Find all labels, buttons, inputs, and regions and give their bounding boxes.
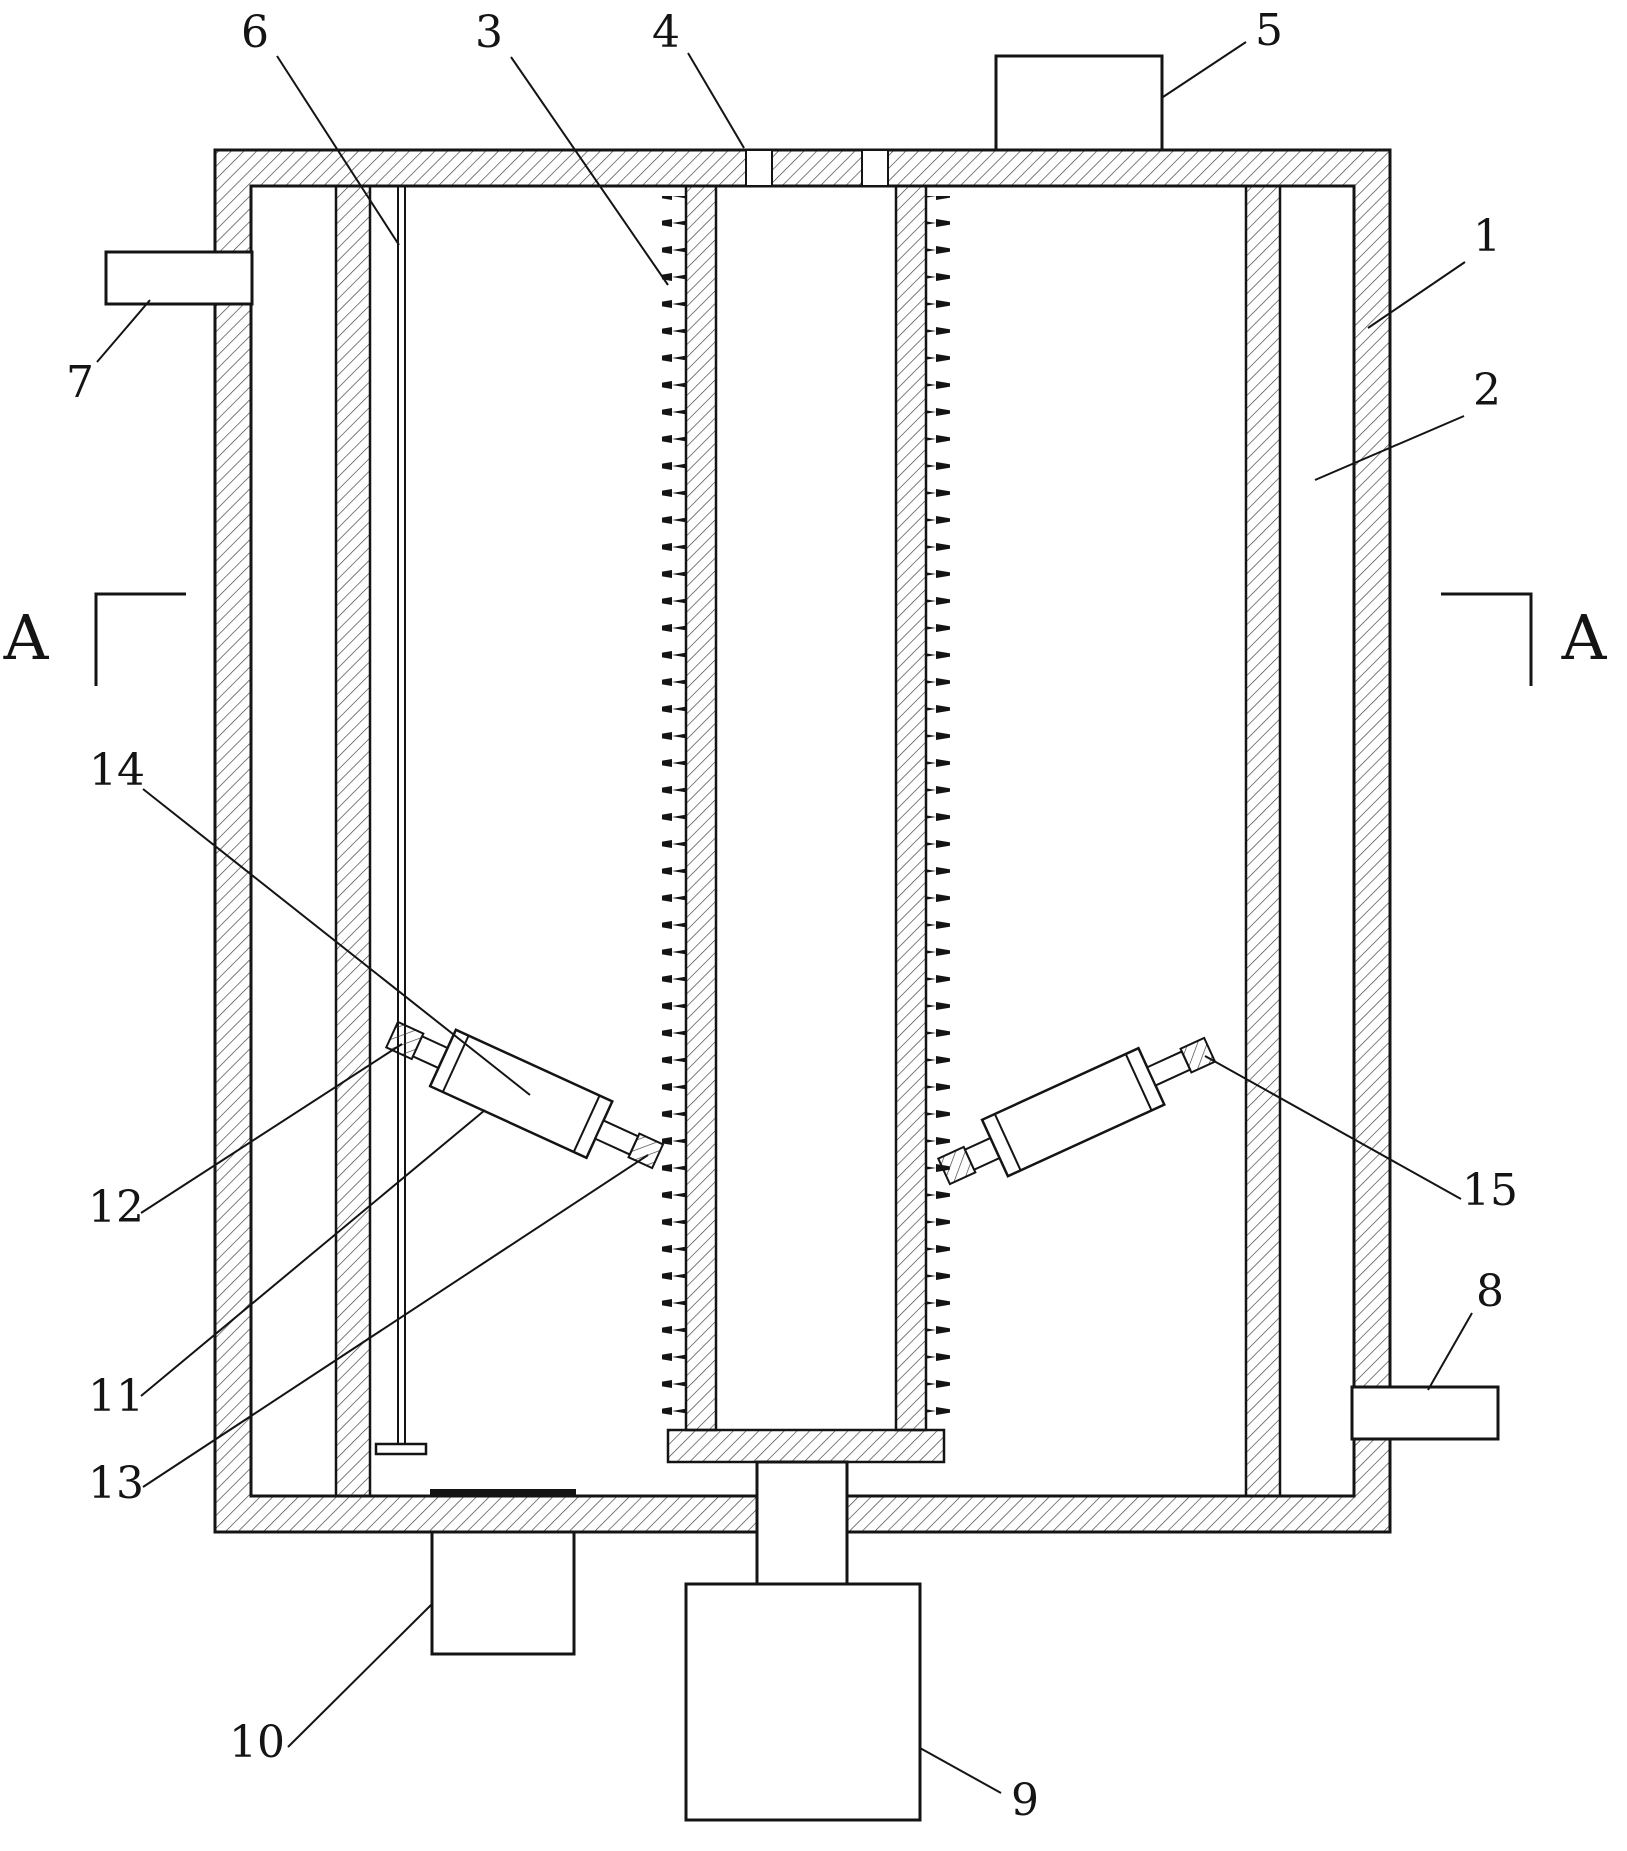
bottom-left-box	[430, 1530, 576, 1656]
leader-10	[287, 1602, 434, 1748]
right-pipe	[1350, 1385, 1500, 1441]
left-pipe	[104, 250, 254, 306]
leader-11	[140, 1109, 486, 1397]
guide-rod	[374, 186, 428, 1456]
roller-right-outer-bearing	[1179, 1036, 1217, 1074]
central-column	[662, 149, 950, 1464]
bottom-plate	[430, 1489, 576, 1497]
roller-left-body	[428, 1028, 614, 1160]
section-bracket-right	[1441, 592, 1533, 686]
callout-1: 1	[1473, 211, 1501, 262]
column-top-port-left	[745, 149, 773, 187]
spike-strip-left	[662, 196, 686, 1417]
leader-2	[1314, 415, 1465, 481]
rod-foot	[374, 1442, 428, 1456]
leader-13	[142, 1154, 649, 1488]
callout-11: 11	[88, 1371, 144, 1422]
section-marker-right: A	[1561, 601, 1607, 674]
leader-3	[510, 56, 669, 286]
callout-8: 8	[1476, 1266, 1504, 1317]
callout-4: 4	[652, 7, 680, 58]
leader-9	[919, 1747, 1002, 1794]
leader-6	[276, 55, 400, 246]
callout-2: 2	[1473, 365, 1501, 416]
leader-5	[1162, 41, 1247, 98]
roller-left	[384, 1020, 665, 1170]
roller-left-inner-bearing	[627, 1132, 665, 1170]
spike-strip-right	[926, 196, 950, 1417]
column-base	[666, 1428, 946, 1464]
partition-right	[1244, 184, 1282, 1498]
callout-6: 6	[241, 7, 269, 58]
callout-5: 5	[1255, 5, 1283, 56]
section-marker-left: A	[3, 601, 49, 674]
partition-left	[334, 184, 372, 1498]
callout-10: 10	[229, 1717, 285, 1768]
roller-right-body	[980, 1046, 1166, 1178]
section-bracket-left	[94, 592, 186, 686]
callout-12: 12	[88, 1182, 144, 1233]
top-inlet-box	[994, 54, 1164, 152]
callout-15: 15	[1462, 1165, 1518, 1216]
leader-14	[142, 788, 531, 1096]
leader-8	[1427, 1312, 1473, 1391]
drive-shaft	[755, 1460, 849, 1586]
column-top-port-right	[861, 149, 889, 187]
leader-7	[96, 299, 151, 363]
leader-lines	[96, 41, 1473, 1794]
leader-15	[1204, 1055, 1462, 1200]
leader-1	[1367, 261, 1466, 329]
leader-12	[140, 1043, 403, 1214]
callout-3: 3	[475, 7, 503, 58]
column-wall-left	[684, 184, 718, 1432]
leader-4	[687, 52, 745, 149]
callout-14: 14	[89, 745, 145, 796]
callout-7: 7	[66, 357, 94, 408]
callout-13: 13	[88, 1458, 144, 1509]
column-wall-right	[894, 184, 928, 1432]
callout-9: 9	[1011, 1775, 1039, 1826]
motor-box	[684, 1582, 922, 1822]
roller-right	[936, 1036, 1217, 1186]
